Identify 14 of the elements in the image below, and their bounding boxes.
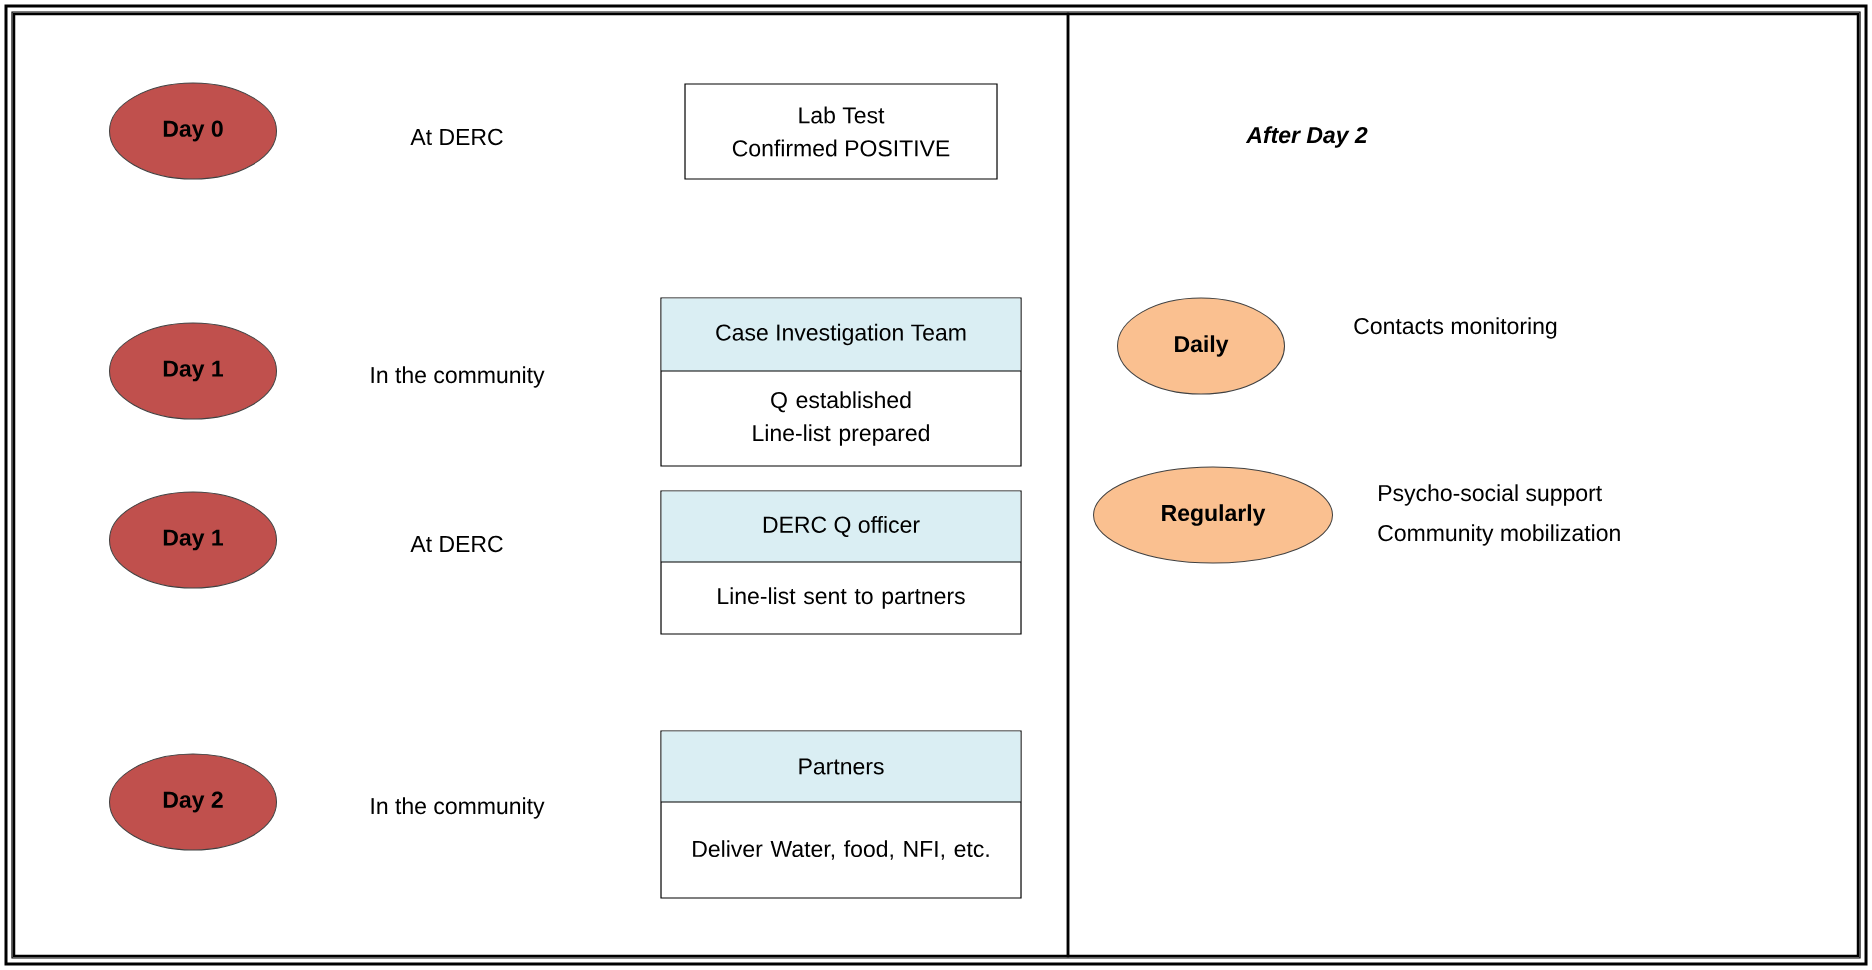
note-text: At DERC bbox=[410, 535, 503, 553]
note-text: Contacts monitoring bbox=[1354, 317, 1557, 339]
header-box: Partners Deliver Water, food, NFI, etc. bbox=[660, 730, 1022, 899]
header-box: DERC Q officer Line-list sent to partners bbox=[660, 490, 1022, 635]
note-text: In the community bbox=[371, 797, 545, 819]
note-text: In the community bbox=[371, 366, 545, 388]
note-text: At DERC bbox=[410, 128, 503, 146]
note-text: Community mobilization bbox=[1378, 524, 1620, 546]
text-box: Lab Test Confirmed POSITIVE bbox=[684, 83, 998, 180]
panel bbox=[1066, 12, 1860, 958]
panel bbox=[12, 12, 1070, 958]
header-box: Case Investigation Team Q established Line-list prepared bbox=[660, 297, 1022, 467]
note-text: Psycho-social support bbox=[1379, 484, 1602, 506]
panel-heading: After Day 2 bbox=[1245, 126, 1368, 148]
